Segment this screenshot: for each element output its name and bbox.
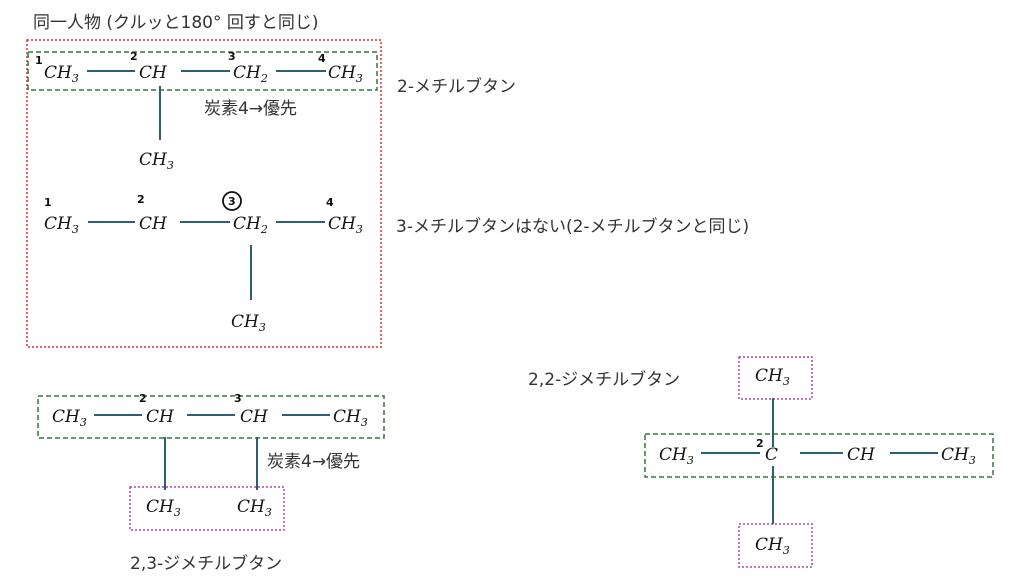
name-23-dimethylbutane: 2,3-ジメチルブタン [130,553,282,574]
carbon-number-1: 1 [44,196,52,209]
carbon-number-3: 3 [228,195,236,208]
ch3-group: CH3 [52,407,87,429]
ch3-branch: CH3 [755,535,790,557]
methyl-box [129,486,285,531]
main-chain-box [644,433,994,478]
ch3-group: CH3 [328,63,363,85]
same-molecule-note: 同一人物 (クルッと180° 回すと同じ) [33,13,319,33]
name-3-methylbutane: 3-メチルブタンはない(2-メチルブタンと同じ) [396,216,749,237]
carbon-priority-note: 炭素4→優先 [267,452,360,472]
molecule-2-methylbutane: 1 CH3 2 CH 3 CH2 4 CH3 CH3 [35,50,363,172]
molecule-3-methylbutane: 1 CH3 2 CH 3 CH2 4 CH3 CH3 [44,191,363,334]
ch3-group: CH3 [333,407,368,429]
ch-group: CH [139,214,168,234]
ch-group: CH [847,445,876,465]
carbon-number-1: 1 [35,54,43,67]
ch-group: CH [139,63,168,83]
c-quaternary: C [765,445,778,465]
circle-mark [222,191,242,211]
carbon-number-4: 4 [318,52,326,65]
ch3-group: CH3 [44,63,79,85]
molecule-22-dimethylbutane: CH3 CH3 2 C CH CH3 CH3 [659,366,976,557]
ch3-branch: CH3 [146,497,181,519]
ch3-branch: CH3 [139,150,174,172]
ch3-group: CH3 [941,445,976,467]
methyl-box [738,523,813,568]
carbon-number-4: 4 [326,196,334,209]
methyl-box [738,356,813,400]
ch-group: CH [240,407,269,427]
ch-group: CH [146,407,175,427]
carbon-number-3: 3 [228,50,236,63]
ch3-branch: CH3 [231,312,266,334]
ch2-group: CH2 [233,214,268,236]
name-22-dimethylbutane: 2,2-ジメチルブタン [528,369,680,390]
carbon-number-2: 2 [130,50,138,63]
ch3-branch: CH3 [755,366,790,388]
ch3-group: CH3 [659,445,694,467]
ch3-group: CH3 [328,214,363,236]
main-chain-box-top [27,51,378,91]
carbon-priority-note: 炭素4→優先 [204,99,297,119]
carbon-number-2: 2 [139,392,147,405]
carbon-number-2: 2 [137,193,145,206]
carbon-number-2: 2 [756,437,764,450]
molecule-23-dimethylbutane: CH3 2 CH 3 CH CH3 CH3 CH3 [52,392,368,519]
red-dotted-frame [26,39,382,348]
name-2-methylbutane: 2-メチルブタン [397,76,516,97]
carbon-number-3: 3 [234,392,242,405]
ch3-branch: CH3 [237,497,272,519]
main-chain-box [37,395,385,439]
ch2-group: CH2 [233,63,268,85]
ch3-group: CH3 [44,214,79,236]
